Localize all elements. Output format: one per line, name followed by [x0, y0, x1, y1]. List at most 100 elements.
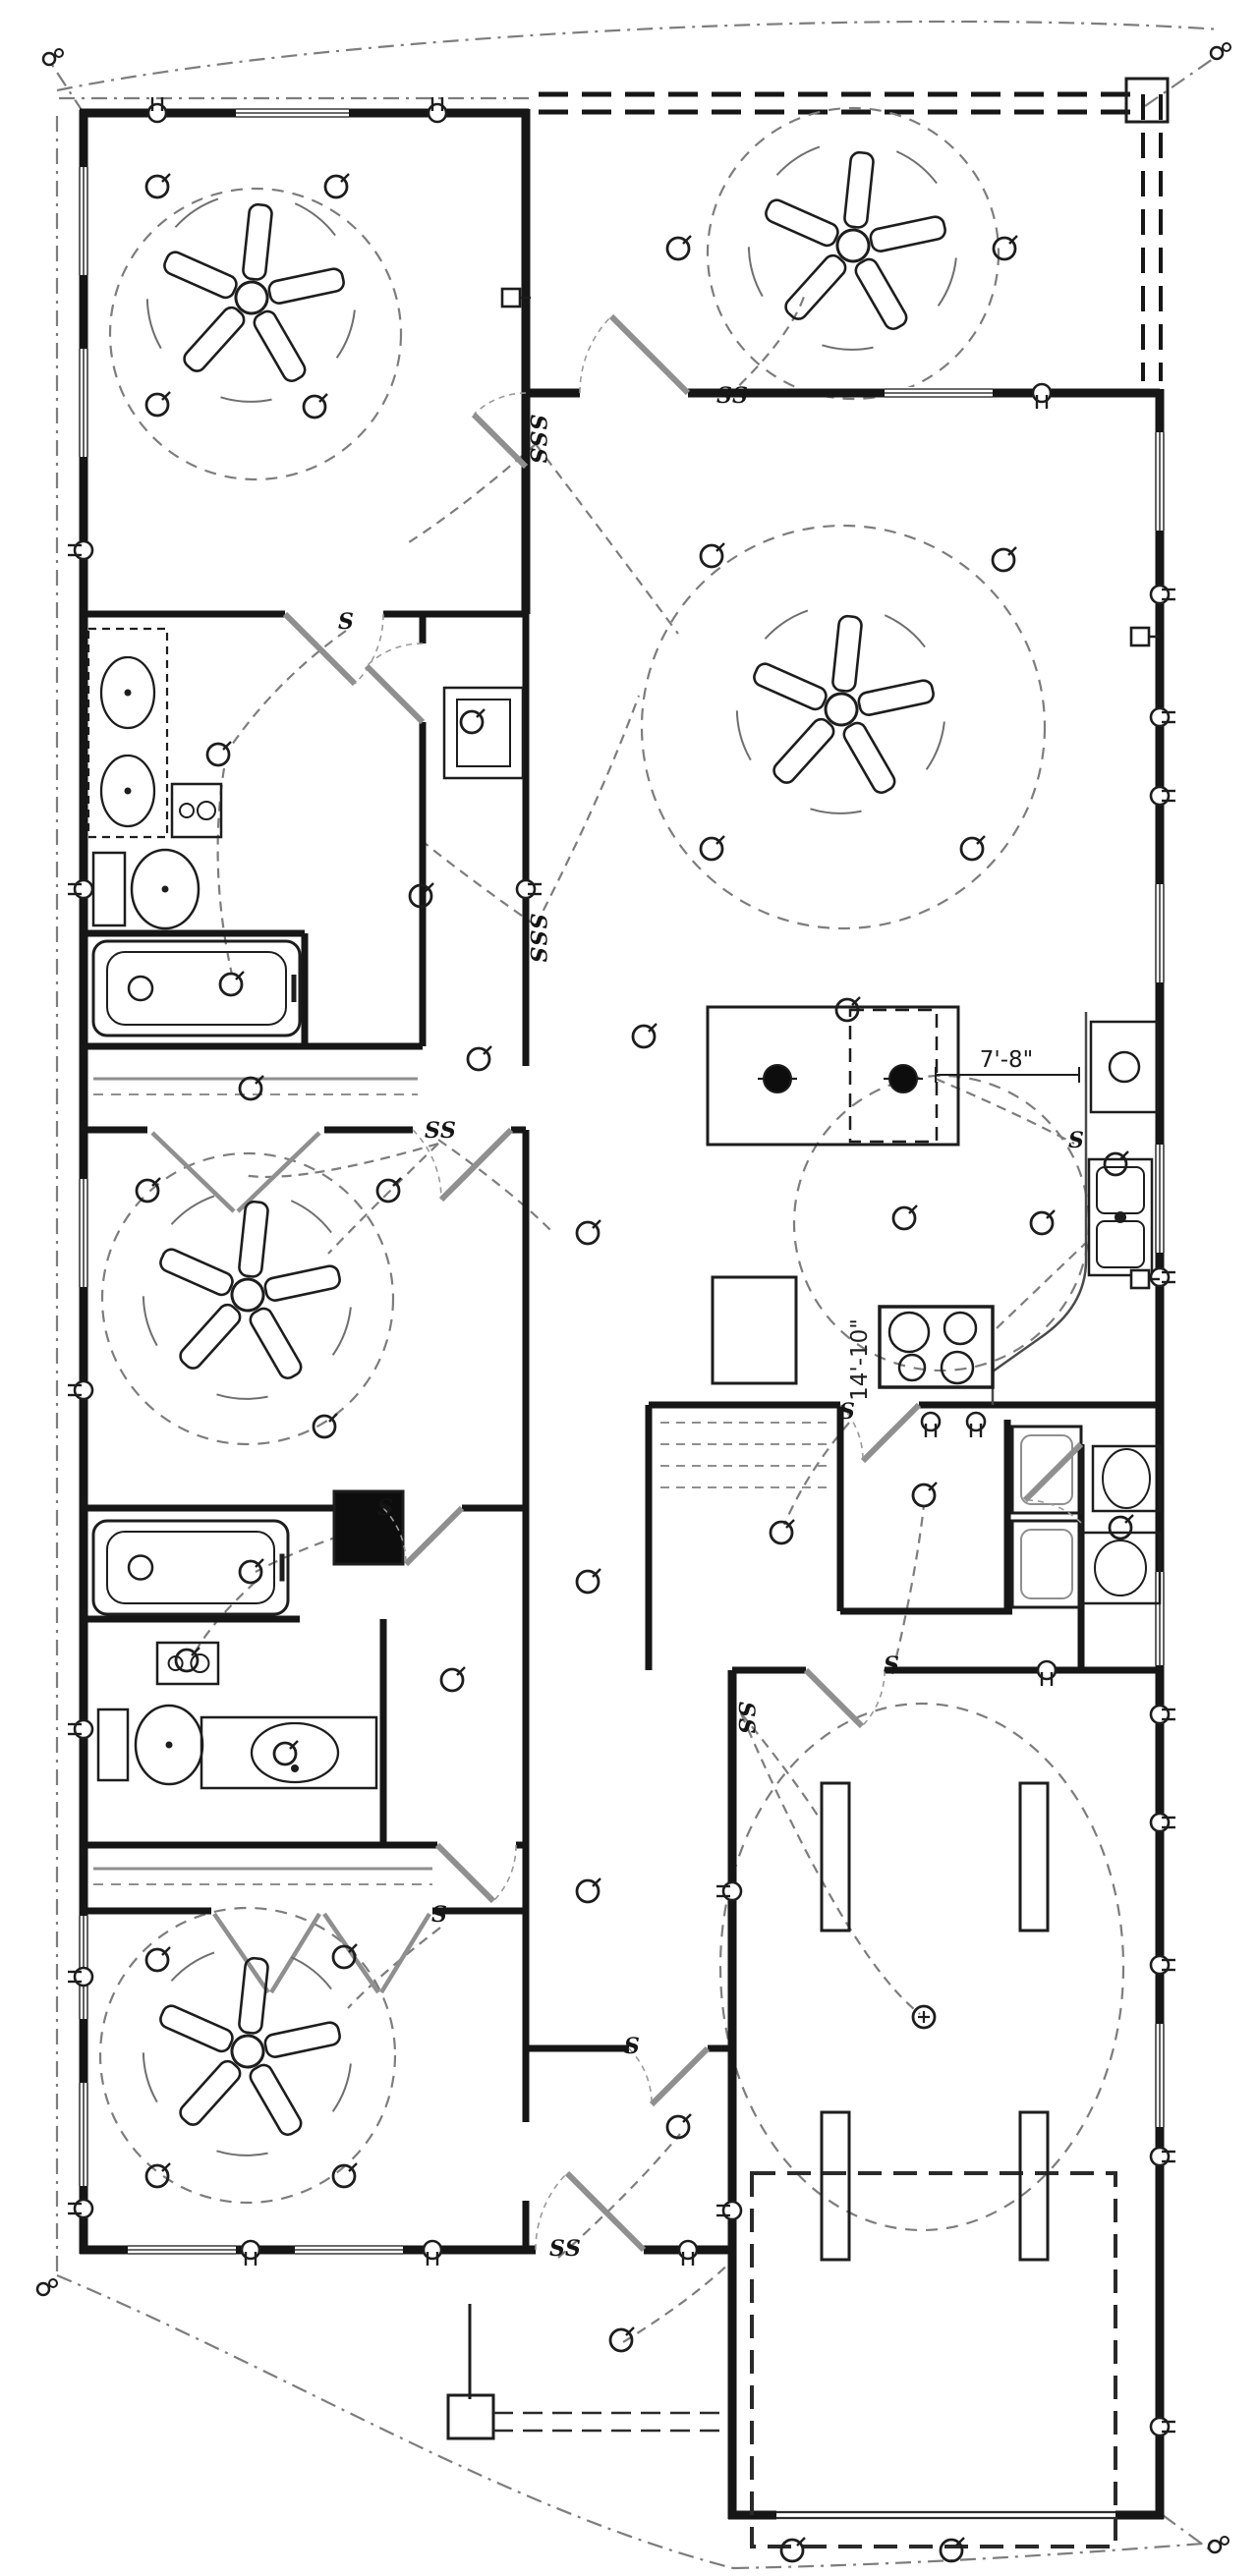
sink-drain — [124, 787, 132, 795]
recessed-light-icon — [779, 2538, 805, 2563]
hall-cabinet-inner — [456, 699, 511, 767]
bathtub-inner — [106, 951, 287, 1026]
duplex-outlet-icon — [146, 102, 168, 124]
roof-line — [1144, 58, 1214, 107]
ceiling-fan-icon — [735, 609, 945, 814]
ceiling-fan-icon — [142, 1195, 352, 1400]
ceiling-fan-icon — [747, 145, 957, 351]
range-burner — [887, 1311, 931, 1354]
gfci-dot — [179, 803, 195, 818]
fan-sweep — [290, 1956, 332, 1990]
recessed-light-icon — [238, 1076, 263, 1101]
gfci-outlet-icon — [170, 782, 223, 839]
toilet-dot — [165, 1741, 173, 1749]
duplex-outlet-icon — [73, 1966, 94, 1988]
duplex-outlet-icon — [1149, 2146, 1171, 2167]
closet-door-leaf — [236, 1131, 321, 1213]
fluorescent-light — [1018, 2110, 1050, 2262]
switch-icon: S — [733, 1702, 759, 1717]
door-leaf — [564, 2170, 647, 2253]
recessed-light-tick — [955, 2537, 965, 2547]
fan-hub — [234, 280, 269, 315]
door-leaf — [434, 1842, 496, 1904]
switch-icon: S — [525, 914, 550, 929]
switch-icon: S — [338, 609, 354, 635]
door-swing — [579, 315, 612, 394]
switch-icon: S — [377, 1495, 393, 1521]
fan-sweep — [735, 710, 752, 761]
bath2-basin — [1094, 1540, 1147, 1596]
recessed-light-tick — [715, 835, 725, 845]
recessed-light-tick — [151, 1177, 161, 1187]
ceiling-outlet-icon — [911, 2004, 937, 2030]
recessed-light-icon — [135, 1178, 160, 1204]
recessed-light-icon — [144, 174, 170, 199]
ceiling-fan-icon — [142, 1951, 352, 2156]
recessed-light-icon — [575, 1878, 600, 1904]
wire-dashed — [996, 1241, 1088, 1329]
recessed-light-icon — [699, 836, 724, 862]
fan-sweep — [290, 1200, 332, 1234]
wiring-loop — [706, 106, 1001, 401]
recessed-light-icon — [238, 1559, 263, 1585]
recessed-light-icon — [408, 883, 433, 909]
fan-sweep — [294, 202, 336, 237]
gfci-outlet-icon — [155, 1641, 220, 1686]
toilet-bowl — [130, 848, 200, 930]
recessed-light-icon — [608, 2327, 634, 2353]
fan-blade — [249, 2063, 303, 2137]
switch-icon: S — [525, 448, 550, 464]
duplex-outlet-icon — [1149, 584, 1171, 605]
switch-icon: S — [549, 2236, 565, 2262]
pendant-light-icon — [763, 1064, 792, 1093]
roof-line — [51, 64, 85, 114]
fan-blade — [831, 614, 863, 693]
patio-corner-post — [1124, 77, 1170, 124]
fan-sweep — [216, 1393, 268, 1400]
washer — [1010, 1425, 1083, 1515]
sink-bowl — [1096, 1220, 1145, 1268]
bath2-sink — [1102, 1448, 1151, 1509]
bath2-vanity — [1091, 1444, 1162, 1513]
duplex-outlet-icon — [73, 878, 94, 900]
recessed-light-tick — [1008, 235, 1018, 245]
gfci-dot — [190, 1653, 210, 1673]
fan-blade — [179, 1303, 242, 1370]
washer-drum — [1020, 1434, 1073, 1505]
fan-sweep — [747, 247, 764, 298]
recessed-light-icon — [575, 1220, 600, 1246]
fan-sweep — [764, 609, 809, 640]
duplex-outlet-icon — [240, 2239, 261, 2261]
duplex-outlet-icon — [1031, 382, 1053, 404]
recessed-light-tick — [161, 391, 171, 401]
duplex-outlet-icon — [1036, 1659, 1058, 1681]
island-overhang — [848, 1008, 939, 1144]
recessed-light-tick — [161, 2162, 171, 2172]
range-burner — [897, 1353, 927, 1382]
downspout-icon — [48, 2278, 58, 2288]
refrigerator — [711, 1275, 798, 1385]
special-outlet-icon — [1129, 1268, 1151, 1290]
duplex-outlet-icon — [422, 2239, 443, 2261]
range-burner — [940, 1350, 975, 1385]
wire-dashed — [740, 1712, 823, 1822]
recessed-light-tick — [715, 542, 725, 552]
recessed-light-tick — [191, 1647, 200, 1656]
duplex-outlet-icon — [920, 1411, 942, 1432]
fan-sweep — [895, 150, 938, 185]
fan-blade — [772, 717, 835, 784]
prep-sink — [1108, 1050, 1141, 1084]
fan-hub — [230, 1277, 265, 1313]
bath1-sink — [99, 655, 156, 730]
door-leaf — [471, 412, 529, 470]
door-leaf — [860, 1402, 922, 1464]
recessed-light-tick — [425, 882, 434, 892]
downspout-icon — [54, 48, 64, 58]
door-leaf — [438, 1127, 514, 1203]
duplex-outlet-icon — [965, 1411, 987, 1432]
kitchen-counter — [992, 1012, 1088, 1373]
fan-blade — [159, 1248, 234, 1297]
fan-blade — [249, 1307, 303, 1380]
fluorescent-light — [820, 2110, 851, 2262]
chase-filled — [332, 1489, 405, 1566]
